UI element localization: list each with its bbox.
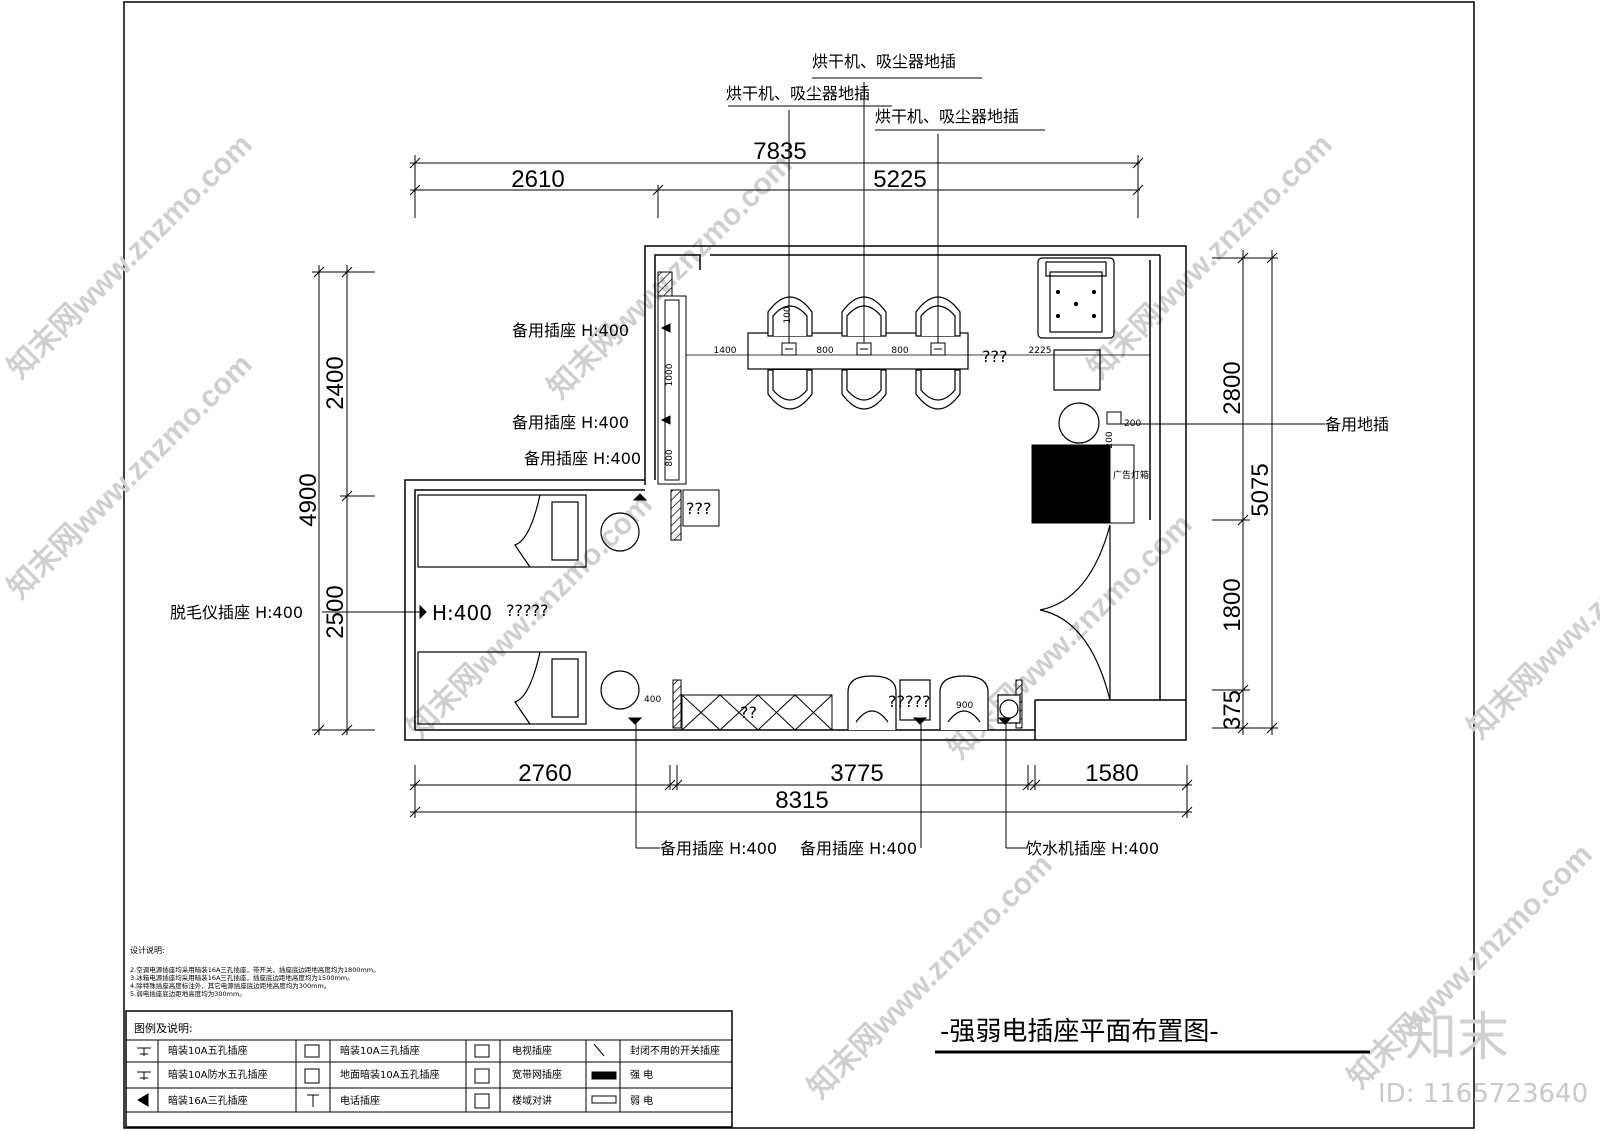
dim-left-total: 4900	[295, 473, 322, 526]
dim-800-b: 800	[891, 346, 908, 356]
floor-socket-icon	[1106, 411, 1122, 425]
bed-upper	[417, 494, 587, 568]
unknown-label-d: ??	[740, 703, 757, 722]
dim-right-lower: 375	[1219, 690, 1246, 730]
design-notes: 设计说明: 2.空调电源插座均采用暗装16A三孔插座，带开关，插座底边距地高度均…	[130, 945, 380, 998]
svg-text:弱 电: 弱 电	[630, 1094, 653, 1107]
brand-logo: 知末	[1405, 1008, 1509, 1068]
label-dryer-2: 烘干机、吸尘器地插	[726, 84, 870, 103]
label-spare-socket-2: 备用插座 H:400	[512, 413, 629, 432]
round-stool	[1058, 402, 1100, 444]
counter-cabinet	[681, 694, 833, 731]
chairs-top	[767, 296, 961, 337]
legend-icons	[137, 1043, 617, 1109]
dim-top-right: 5225	[873, 166, 926, 193]
dim-top-total: 7835	[753, 138, 806, 165]
label-spare-floor-socket: 备用地插	[1325, 415, 1389, 434]
wall-hatch	[657, 271, 673, 297]
sheet-border	[123, 1, 1475, 1129]
dim-200: 200	[1105, 431, 1115, 448]
dim-bottom-right: 1580	[1085, 760, 1138, 787]
svg-text:2.空调电源插座均采用暗装16A三孔插座，带开关，插座底边距: 2.空调电源插座均采用暗装16A三孔插座，带开关，插座底边距地高度均为1800m…	[130, 965, 380, 974]
dim-1000: 1000	[665, 363, 675, 386]
image-id: ID: 1165723640	[1378, 1079, 1588, 1109]
unknown-label-e: ?????	[888, 692, 930, 711]
svg-text:知末网www.znzmo.com: 知末网www.znzmo.com	[2, 348, 259, 605]
svg-text:暗装10A防水五孔插座: 暗装10A防水五孔插座	[168, 1068, 268, 1081]
legend-table	[125, 1010, 733, 1128]
dim-1400: 1400	[714, 346, 737, 356]
dimension-lines	[312, 155, 1278, 818]
dim-left-upper: 2400	[322, 356, 349, 409]
dim-right-total: 5075	[1247, 463, 1274, 516]
svg-text:5.弱电插座底边距地高度均为300mm。: 5.弱电插座底边距地高度均为300mm。	[130, 989, 246, 998]
svg-text:封闭不用的开关插座: 封闭不用的开关插座	[630, 1044, 720, 1057]
svg-text:电视插座: 电视插座	[512, 1044, 552, 1057]
svg-text:3.冰箱电源插座均采用暗装16A三孔插座，插座底边距地高度均: 3.冰箱电源插座均采用暗装16A三孔插座，插座底边距地高度均为1500mm。	[130, 973, 354, 982]
label-dryer-1: 烘干机、吸尘器地插	[812, 52, 956, 71]
wall-hatch	[672, 679, 682, 729]
dim-bottom-total: 8315	[775, 787, 828, 814]
label-bottom-spare-2: 备用插座 H:400	[800, 839, 917, 858]
walls	[404, 245, 1187, 741]
socket-icon	[419, 323, 1013, 725]
svg-text:暗装16A三孔插座: 暗装16A三孔插座	[168, 1094, 248, 1107]
svg-text:楼域对讲: 楼域对讲	[512, 1094, 552, 1107]
dim-800-vertical: 800	[665, 449, 675, 466]
legend-heading: 图例及说明:	[134, 1021, 193, 1035]
small-box	[682, 489, 720, 527]
round-side-table	[600, 670, 640, 710]
lightbox-label: 广告灯箱	[1113, 469, 1149, 481]
wall-cabinet	[657, 295, 687, 485]
dim-top-left: 2610	[511, 166, 564, 193]
svg-text:知末网www.znzmo.com: 知末网www.znzmo.com	[2, 128, 259, 385]
door	[1039, 524, 1111, 701]
wall-hatch	[670, 489, 682, 541]
dim-bottom-mid: 3775	[830, 760, 883, 787]
svg-text:地面暗装10A五孔插座: 地面暗装10A五孔插座	[340, 1068, 440, 1081]
svg-text:知末网www.znzmo.com: 知末网www.znzmo.com	[1462, 488, 1600, 745]
label-dryer-3: 烘干机、吸尘器地插	[875, 107, 1019, 126]
label-h400: H:400	[432, 601, 492, 625]
svg-text:设计说明:: 设计说明:	[130, 945, 165, 955]
bed-lower	[417, 651, 587, 725]
dim-900: 900	[956, 701, 973, 711]
unknown-label-a: ???	[982, 347, 1007, 366]
svg-text:暗装10A五孔插座: 暗装10A五孔插座	[168, 1044, 248, 1057]
round-side-table	[600, 512, 640, 552]
dim-right-upper: 2800	[1219, 361, 1246, 414]
armchair	[1037, 257, 1115, 391]
unknown-label-b: ???	[686, 499, 711, 518]
leader-lines	[322, 77, 1325, 849]
svg-text:电话插座: 电话插座	[340, 1094, 380, 1107]
chairs-bottom-wall	[847, 675, 989, 730]
svg-text:强 电: 强 电	[630, 1068, 653, 1081]
label-spare-socket-1: 备用插座 H:400	[512, 321, 629, 340]
chairs-bottom	[767, 369, 961, 410]
drawing-title: -强弱电插座平面布置图-	[940, 1017, 1219, 1047]
dim-right-mid: 1800	[1219, 578, 1246, 631]
floor-socket-icon	[781, 342, 946, 356]
black-cabinet	[1031, 444, 1111, 524]
dim-400: 400	[644, 695, 661, 705]
dim-bottom-left: 2760	[518, 760, 571, 787]
svg-text:暗装10A三孔插座: 暗装10A三孔插座	[340, 1044, 420, 1057]
label-epilator-socket: 脱毛仪插座 H:400	[170, 603, 303, 622]
svg-text:知末网www.znzmo.com: 知末网www.znzmo.com	[802, 848, 1059, 1105]
svg-text:宽带网插座: 宽带网插座	[512, 1068, 562, 1081]
svg-text:知末网www.znzmo.com: 知末网www.znzmo.com	[1082, 128, 1339, 385]
water-dispenser	[997, 694, 1021, 724]
dim-2225: 2225	[1029, 346, 1052, 356]
svg-text:4.除特殊插座高度标注外，其它电源插座底边距地高度均为300: 4.除特殊插座高度标注外，其它电源插座底边距地高度均为300mm。	[130, 981, 330, 990]
unknown-label-c: ?????	[506, 601, 548, 620]
dim-100: 100	[783, 306, 793, 323]
label-water-dispenser-socket: 饮水机插座 H:400	[1026, 839, 1159, 858]
lightbox	[1109, 444, 1135, 524]
dim-800-a: 800	[816, 346, 833, 356]
label-bottom-spare-1: 备用插座 H:400	[660, 839, 777, 858]
label-spare-socket-3: 备用插座 H:400	[524, 449, 641, 468]
